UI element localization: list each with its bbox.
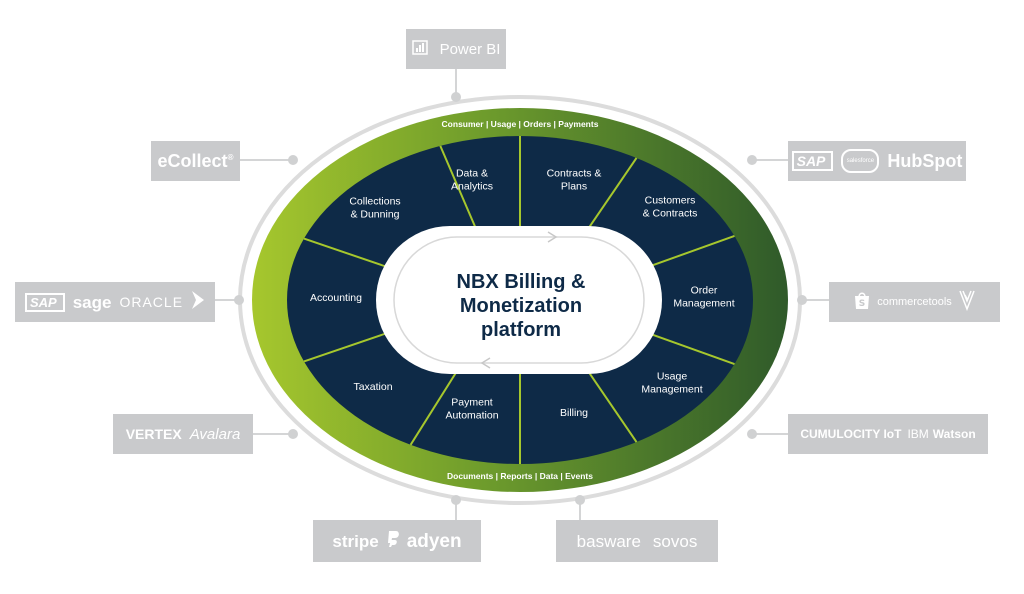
- flow-arrow-top: [547, 231, 558, 243]
- module-label: Taxation: [353, 381, 392, 393]
- ibm-logo: IBM: [907, 427, 929, 441]
- module-label-line: Data &: [456, 168, 488, 180]
- basware-sovos-pill: basware sovos: [556, 520, 718, 562]
- commercetools-logo-text: commercetools: [877, 295, 952, 308]
- cumulocity-logo: CUMULOCITY IoT: [800, 427, 902, 441]
- module-label-line: Plans: [561, 181, 587, 193]
- module-label: Accounting: [310, 292, 362, 304]
- module-label-line: Automation: [445, 410, 498, 422]
- sap-logo: SAP: [791, 151, 834, 171]
- platform-title-line-2: Monetization: [460, 295, 582, 317]
- flow-arrow-bottom: [480, 357, 491, 369]
- sap-sage-oracle-pill: SAP sage ORACLE: [15, 282, 215, 322]
- vertex-logo: VERTEX: [125, 426, 182, 442]
- platform-title-line-1: NBX Billing &: [457, 271, 586, 293]
- power-bi-icon: [411, 38, 430, 61]
- dynamics-icon: [191, 290, 205, 315]
- sap-salesforce-hubspot-pill: SAP salesforce HubSpot: [788, 141, 966, 181]
- ecollect-logo-text: eCollect: [157, 151, 228, 171]
- module-label: Collections& Dunning: [349, 196, 400, 221]
- salesforce-logo-text: salesforce: [846, 158, 875, 164]
- power-bi-pill: Power BI: [406, 29, 506, 69]
- ring-top-label: Consumer | Usage | Orders | Payments: [442, 119, 599, 129]
- module-label-line: & Contracts: [643, 208, 698, 220]
- stripe-logo: stripe: [332, 531, 379, 551]
- hubspot-logo: HubSpot: [887, 151, 963, 171]
- adyen-logo: adyen: [406, 530, 462, 552]
- sovos-logo: sovos: [652, 531, 698, 551]
- ecollect-pill: eCollect®: [151, 141, 240, 181]
- module-label-line: Analytics: [451, 181, 493, 193]
- watson-logo: Watson: [932, 427, 976, 441]
- basware-logo: basware: [576, 531, 641, 551]
- center-pill-inner-track: [393, 236, 645, 364]
- center-pill: [376, 226, 662, 374]
- cumulocity-ibm-watson-pill: CUMULOCITY IoT IBM Watson: [788, 414, 988, 454]
- module-label-line: Taxation: [353, 381, 392, 393]
- module-label-line: Collections: [349, 196, 400, 208]
- module-label-line: Contracts &: [547, 168, 602, 180]
- shopify-bag-icon: S: [853, 290, 871, 315]
- module-label-line: Accounting: [310, 292, 362, 304]
- module-labels: Data &Analytics Contracts &PlansCustomers…: [310, 168, 735, 422]
- ring-bottom-label: Documents | Reports | Data | Events: [447, 471, 593, 481]
- ecollect-registered-mark: ®: [227, 153, 234, 162]
- module-label: Billing: [560, 407, 588, 419]
- module-label-line: Management: [673, 298, 734, 310]
- module-label-line: & Dunning: [350, 209, 399, 221]
- module-label-line: Payment: [451, 397, 493, 409]
- avalara-logo: Avalara: [189, 425, 241, 443]
- module-label: Customers& Contracts: [643, 195, 698, 220]
- deer-logo-icon: [958, 289, 976, 316]
- sap-logo: SAP: [24, 292, 65, 312]
- connector-dots: [234, 92, 807, 505]
- salesforce-cloud-logo: salesforce: [841, 149, 880, 173]
- module-label: Data &Analytics: [451, 168, 493, 193]
- svg-text:S: S: [859, 299, 865, 309]
- module-label-line: Order: [691, 285, 718, 297]
- module-label-line: Customers: [645, 195, 696, 207]
- stripe-adyen-pill: stripe adyen: [313, 520, 481, 562]
- paypal-icon: [385, 530, 401, 553]
- vertex-avalara-pill: VERTEX Avalara: [113, 414, 253, 454]
- power-bi-logo-text: Power BI: [439, 40, 501, 58]
- module-label-line: Usage: [657, 371, 688, 383]
- module-label: Contracts &Plans: [547, 168, 602, 193]
- oracle-logo: ORACLE: [119, 294, 184, 310]
- module-label-line: Management: [641, 384, 702, 396]
- commercetools-pill: S commercetools: [829, 282, 1000, 322]
- module-label-line: Billing: [560, 407, 588, 419]
- sage-logo: sage: [72, 292, 112, 312]
- connector-lines: [214, 68, 830, 520]
- platform-title-line-3: platform: [481, 319, 561, 341]
